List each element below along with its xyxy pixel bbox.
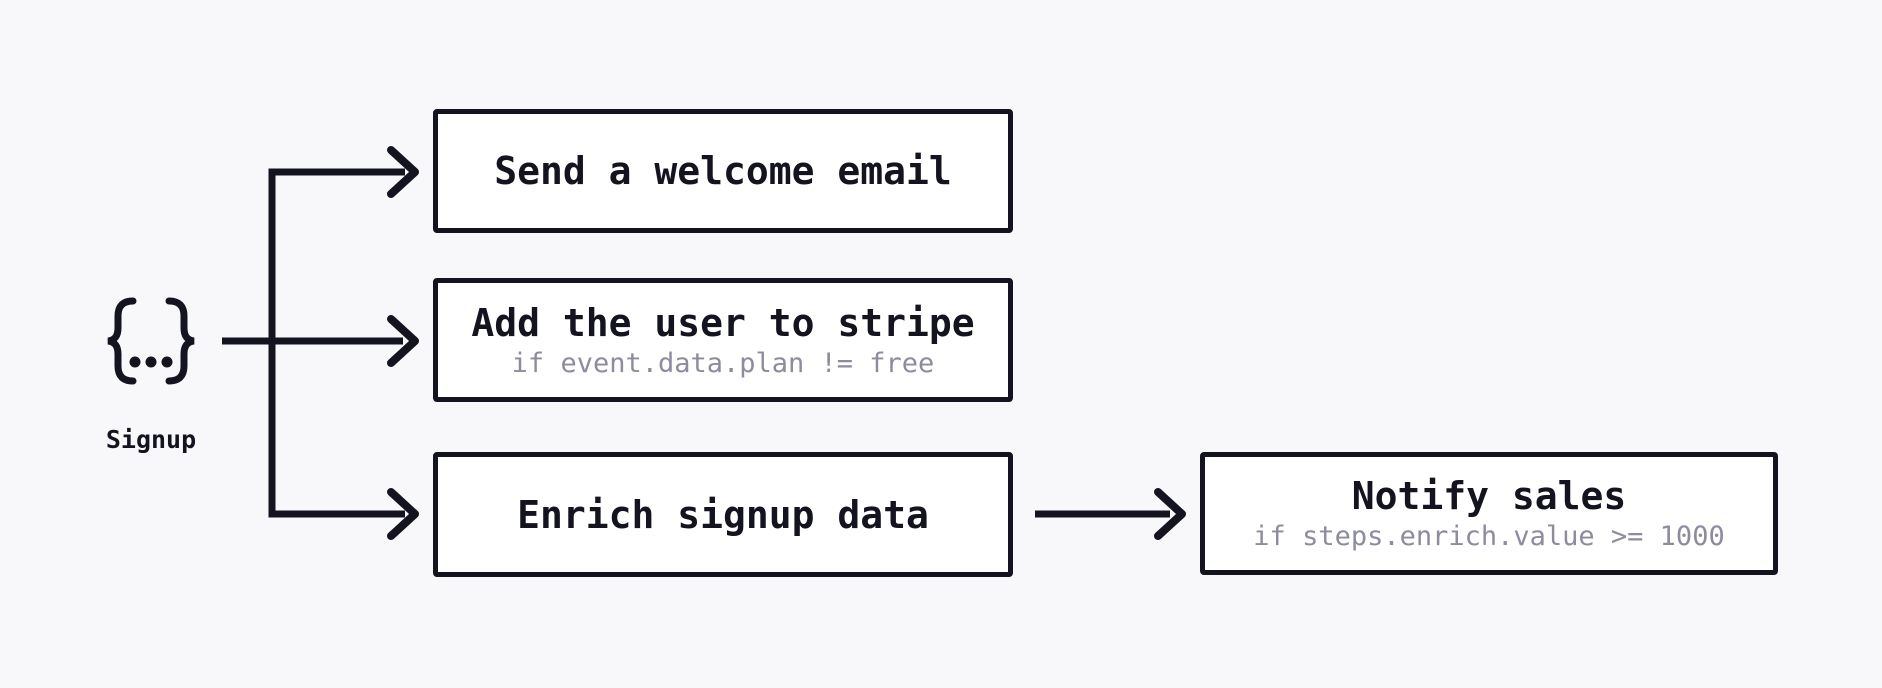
step-send-welcome-email: Send a welcome email xyxy=(433,109,1013,233)
step-title: Send a welcome email xyxy=(494,149,952,193)
step-enrich-signup-data: Enrich signup data xyxy=(433,452,1013,577)
step-condition: if steps.enrich.value >= 1000 xyxy=(1253,521,1725,552)
arrowhead-middle-icon xyxy=(387,315,419,367)
arrowhead-notify-icon xyxy=(1154,488,1186,540)
step-notify-sales: Notify sales if steps.enrich.value >= 10… xyxy=(1200,452,1778,575)
step-title: Notify sales xyxy=(1351,474,1627,518)
event-label: Signup xyxy=(105,425,197,454)
step-title: Add the user to stripe xyxy=(471,300,975,345)
step-condition: if event.data.plan != free xyxy=(511,347,935,379)
event-node xyxy=(103,297,199,385)
arrowhead-top-icon xyxy=(387,146,419,198)
event-payload-braces-icon xyxy=(107,297,195,385)
step-add-user-to-stripe: Add the user to stripe if event.data.pla… xyxy=(433,278,1013,402)
arrowhead-bottom-icon xyxy=(387,488,419,540)
step-title: Enrich signup data xyxy=(517,492,929,537)
